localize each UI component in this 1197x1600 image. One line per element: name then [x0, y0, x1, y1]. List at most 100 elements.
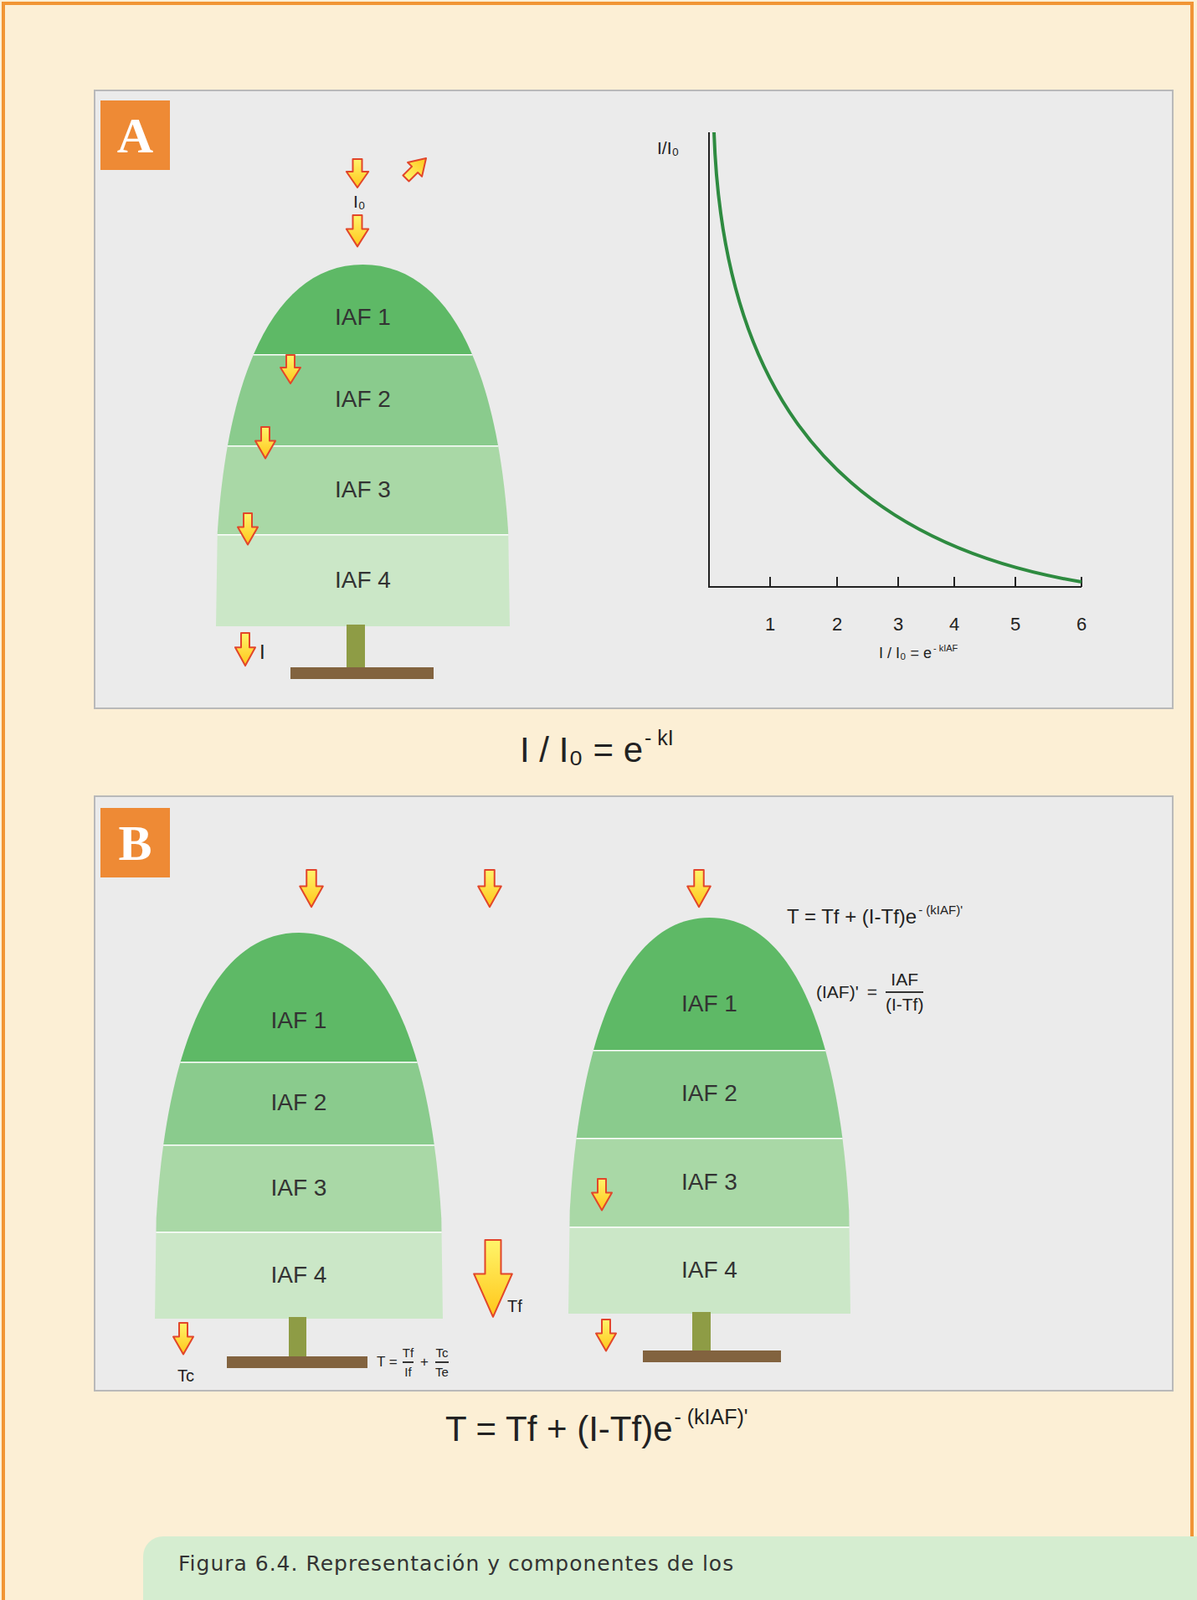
ground — [290, 667, 434, 679]
band-label: IAF 2 — [271, 1089, 328, 1116]
canopy-band: IAF 2 — [215, 354, 510, 446]
flux-label: I — [259, 640, 266, 664]
label-text: 4 — [949, 613, 960, 635]
exponent: - kIAF — [933, 642, 958, 654]
label-text: 3 — [893, 613, 904, 635]
band-fill — [154, 1144, 443, 1232]
label-text: Tf — [507, 1296, 523, 1316]
light-arrow — [235, 632, 256, 666]
axis-ticks — [770, 576, 1082, 587]
band-separator — [568, 1137, 851, 1140]
light-arrow — [173, 1322, 194, 1354]
band-fill — [215, 534, 510, 627]
band-fill-group — [568, 917, 851, 1050]
fraction-denominator: (I-Tf) — [885, 994, 924, 1015]
light-arrow — [687, 869, 711, 907]
main-formula: T = Tf + (I-Tf)e- (kIAF)' — [445, 1408, 749, 1449]
label-text: 2 — [832, 613, 843, 635]
band-fill — [568, 1049, 851, 1138]
band-label: IAF 3 — [334, 476, 391, 504]
band-separator — [154, 1231, 443, 1233]
exponent: - (kIAF)' — [918, 902, 963, 917]
graph-axes — [708, 132, 1082, 587]
label-text: I / I₀ = e — [878, 644, 932, 663]
band-fill-group — [568, 1226, 851, 1314]
band-label: IAF 3 — [271, 1174, 328, 1202]
label-text: I₀ — [353, 191, 366, 212]
band-fill-group — [215, 445, 510, 535]
label-text: (IAF)' — [816, 981, 859, 1002]
label-text: T = Tf + (I-Tf)e — [445, 1408, 673, 1449]
gap-arrow — [473, 1239, 513, 1317]
exponent: - kI — [644, 725, 674, 751]
label-text: T = Tf + (I-Tf)e — [786, 904, 917, 929]
label-text: + — [420, 1353, 429, 1371]
label-text: 6 — [1076, 613, 1087, 635]
canopy-band: IAF 1 — [568, 917, 851, 1050]
panel-letter: B — [118, 817, 152, 869]
band-separator — [154, 1061, 443, 1064]
band-fill — [215, 354, 510, 446]
caption-box: Figura 6.4. Representación y componentes… — [143, 1536, 1197, 1600]
band-fill — [154, 932, 443, 1062]
formula: (IAF)' = IAF (I-Tf) — [816, 969, 924, 1015]
label-text: = — [867, 981, 878, 1002]
flux-label: Tf — [507, 1296, 523, 1316]
canopy-band: IAF 3 — [215, 445, 510, 535]
light-arrow — [255, 426, 276, 458]
flux-label: I₀ — [353, 191, 366, 212]
fraction-bar — [885, 991, 924, 993]
band-fill — [215, 264, 510, 355]
canopy-band: IAF 2 — [154, 1061, 443, 1145]
trunk — [346, 624, 365, 669]
tick-label: 6 — [1076, 613, 1087, 635]
band-label: IAF 2 — [334, 385, 391, 413]
trunk — [288, 1316, 307, 1358]
light-arrow — [595, 1319, 617, 1351]
canopy-band: IAF 4 — [215, 534, 510, 627]
fraction-numerator: IAF — [890, 969, 919, 990]
canopy-band: IAF 1 — [215, 264, 510, 355]
canopy-band: IAF 4 — [568, 1226, 851, 1314]
panel-letter: A — [117, 110, 154, 161]
light-arrow — [299, 869, 324, 907]
main-formula: I / I₀ = e- kI — [519, 729, 674, 771]
label-text: I — [259, 640, 266, 664]
light-arrow — [237, 513, 258, 545]
tick-label: 1 — [765, 613, 776, 635]
reflected-arrow — [398, 150, 433, 185]
label-text: 5 — [1010, 613, 1021, 635]
axis-label: I/I₀ — [657, 138, 679, 159]
canopy-band: IAF 2 — [568, 1049, 851, 1138]
fraction-denominator: Te — [435, 1364, 449, 1379]
band-fill — [568, 1226, 851, 1314]
figure-panel: BIAF 1IAF 2IAF 3IAF 4IAF 1IAF 2IAF 3IAF … — [93, 795, 1174, 1392]
ground — [642, 1350, 781, 1362]
band-label: IAF 4 — [271, 1261, 328, 1289]
formula: T =TfIf+TcTe — [376, 1345, 449, 1380]
band-label: IAF 1 — [334, 303, 391, 331]
tick-label: 3 — [893, 613, 904, 635]
ground — [226, 1356, 368, 1368]
panel-badge: B — [100, 807, 170, 878]
band-label: IAF 1 — [271, 1006, 328, 1034]
band-fill — [154, 1231, 443, 1319]
label-text: 1 — [765, 613, 776, 635]
panel-badge: A — [100, 100, 170, 170]
band-fill-group — [215, 264, 510, 355]
band-fill-group — [215, 354, 510, 446]
fraction-bar — [435, 1361, 449, 1363]
band-label: IAF 2 — [681, 1079, 738, 1107]
exponent: - (kIAF)' — [674, 1404, 749, 1429]
band-fill — [154, 1061, 443, 1145]
formula: T = Tf + (I-Tf)e- (kIAF)' — [786, 904, 963, 929]
canopy-band: IAF 3 — [154, 1144, 443, 1232]
light-arrow — [346, 159, 369, 188]
fraction-denominator: If — [404, 1364, 411, 1379]
band-label: IAF 1 — [681, 990, 738, 1018]
band-fill — [568, 917, 851, 1050]
band-separator — [568, 1226, 851, 1228]
fraction: TcTe — [435, 1345, 449, 1380]
fraction-numerator: Tc — [435, 1345, 448, 1360]
